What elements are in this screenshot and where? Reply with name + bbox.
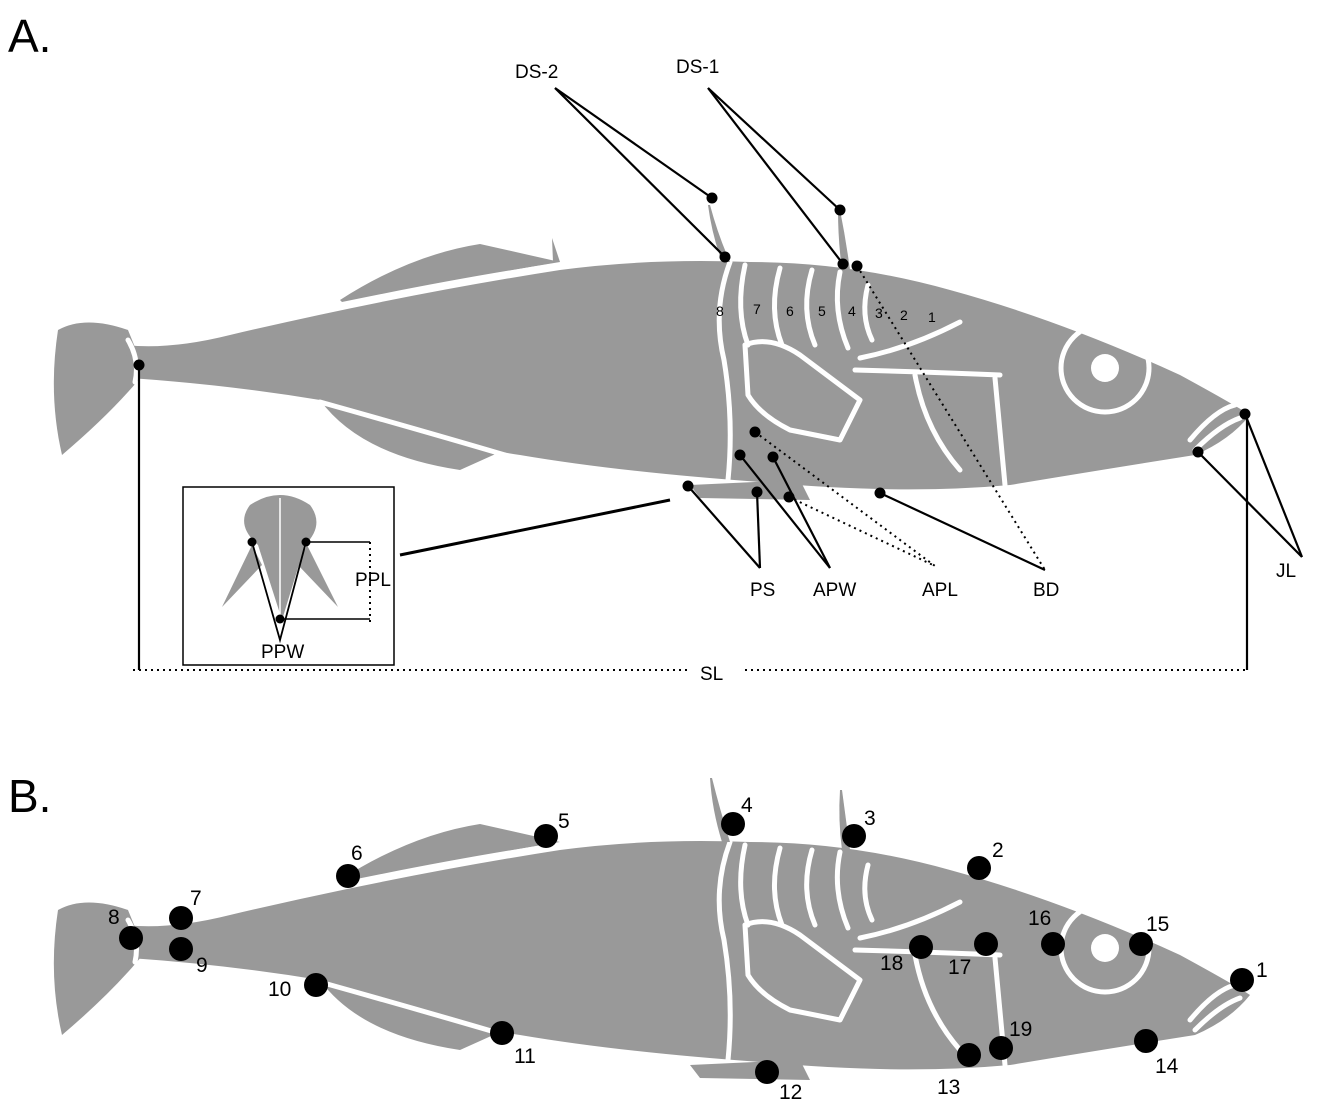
- landmark-point: [967, 856, 991, 880]
- label-bd: BD: [1033, 580, 1059, 601]
- landmark-number: 9: [196, 954, 208, 977]
- plate-number: 2: [900, 307, 908, 323]
- landmark-point: [304, 973, 328, 997]
- landmark-point: [490, 1021, 514, 1045]
- landmark-point: [336, 864, 360, 888]
- measurement-point: [784, 492, 795, 503]
- landmark-number: 14: [1155, 1055, 1179, 1078]
- measurement-point: [1240, 409, 1251, 420]
- landmark-number: 7: [190, 887, 202, 910]
- landmark-point: [957, 1043, 981, 1067]
- landmark-number: 6: [351, 842, 363, 865]
- plate-number: 8: [716, 303, 724, 319]
- label-ds1: DS-1: [676, 57, 719, 78]
- landmark-point: [1134, 1029, 1158, 1053]
- measurement-point: [768, 452, 779, 463]
- landmark-number: 19: [1009, 1018, 1032, 1041]
- plate-number: 6: [786, 303, 794, 319]
- landmark-point: [119, 926, 143, 950]
- label-sl: SL: [700, 664, 723, 685]
- fish-b: [54, 778, 1250, 1080]
- measurement-point: [735, 450, 746, 461]
- landmark-number: 12: [779, 1081, 802, 1101]
- landmark-number: 13: [937, 1076, 960, 1099]
- plate-number: 1: [928, 309, 936, 325]
- measurement-point: [875, 488, 886, 499]
- label-apl: APL: [922, 580, 958, 601]
- label-ppw: PPW: [261, 642, 304, 663]
- measurement-point: [835, 205, 846, 216]
- label-ppl: PPL: [355, 570, 391, 591]
- measurement-point: [683, 481, 694, 492]
- landmark-point: [974, 932, 998, 956]
- measurement-point: [707, 193, 718, 204]
- landmark-number: 10: [268, 978, 291, 1001]
- landmark-number: 15: [1146, 913, 1169, 936]
- measurement-point: [1193, 447, 1204, 458]
- landmark-number: 18: [880, 952, 903, 975]
- landmark-point: [909, 935, 933, 959]
- panel-a-letter: A.: [8, 10, 51, 62]
- plate-number: 7: [753, 301, 761, 317]
- landmark-number: 1: [1256, 959, 1268, 982]
- label-ps: PS: [750, 580, 775, 601]
- fish-a: [54, 205, 1250, 500]
- measurement-point: [134, 360, 145, 371]
- label-jl: JL: [1276, 561, 1296, 582]
- landmark-number: 17: [948, 956, 971, 979]
- landmark-point: [755, 1060, 779, 1084]
- landmark-number: 3: [864, 807, 876, 830]
- panel-b-letter: B.: [8, 770, 51, 822]
- measurement-point: [852, 261, 863, 272]
- label-ds2: DS-2: [515, 62, 558, 83]
- measurement-point: [838, 259, 849, 270]
- landmark-point: [169, 937, 193, 961]
- landmark-point: [842, 824, 866, 848]
- landmark-number: 16: [1028, 907, 1051, 930]
- plate-number: 4: [848, 303, 856, 319]
- landmark-point: [1041, 932, 1065, 956]
- landmark-number: 11: [514, 1045, 536, 1068]
- label-apw: APW: [813, 580, 856, 601]
- measurement-point: [720, 252, 731, 263]
- landmark-point: [534, 824, 558, 848]
- landmark-number: 8: [108, 906, 120, 929]
- landmark-number: 2: [992, 839, 1004, 862]
- measurement-point: [750, 427, 761, 438]
- measurement-point: [752, 487, 763, 498]
- landmark-number: 5: [558, 810, 570, 833]
- landmark-number: 4: [741, 794, 753, 817]
- plate-number: 5: [818, 303, 826, 319]
- landmark-point: [1230, 968, 1254, 992]
